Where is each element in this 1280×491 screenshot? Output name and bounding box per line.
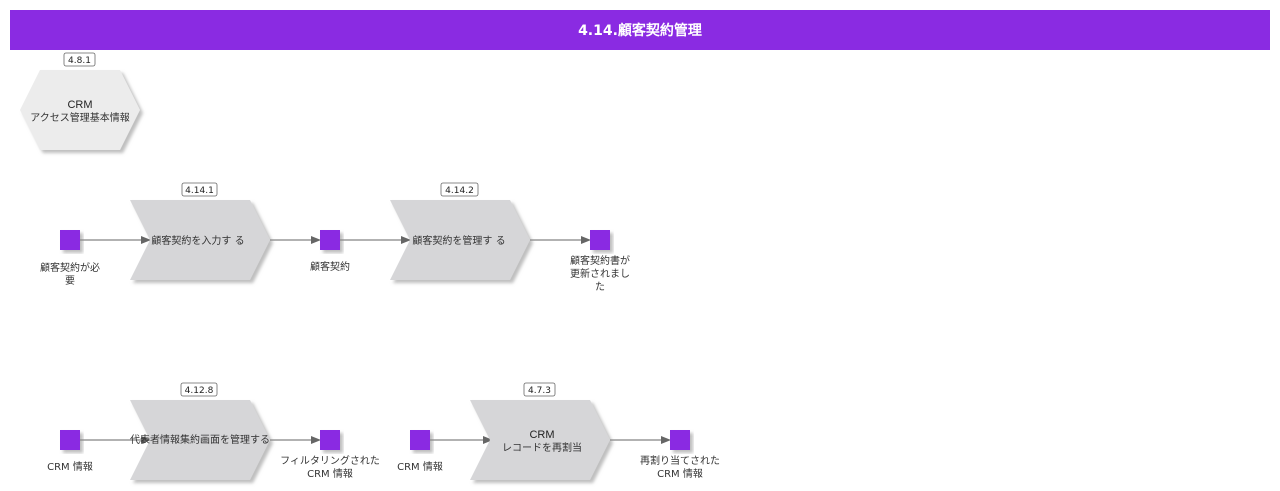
interface-hexagon [20,70,140,150]
event-label-line2: CRM 情報 [657,467,703,480]
event-label-line1: フィルタリングされた [280,454,380,467]
function-chevron [390,200,530,280]
event-label-line2: 要 [65,275,75,287]
event-contract-updated[interactable]: 顧客契約書が 更新されまし た [570,230,630,293]
function-label-line2: レコードを再割当 [502,441,582,454]
diagram-title: 4.14.顧客契約管理 [578,22,702,39]
event-square [60,230,80,250]
event-contract-needed[interactable]: 顧客契約が必 要 [40,230,100,287]
interface-label-line2: アクセス管理基本情報 [30,111,130,124]
function-tag-box [180,382,218,397]
event-label-line1: 顧客契約書が [570,254,630,267]
event-crm-info-2[interactable]: CRM 情報 [397,430,443,473]
function-tag: 4.7.3 [528,386,551,396]
function-reassign-crm-record[interactable]: 4.7.3 CRM レコードを再割当 [470,382,610,480]
function-chevron [130,400,270,480]
event-label-line1: CRM 情報 [47,460,93,473]
event-reassigned-crm-info[interactable]: 再割り当てされた CRM 情報 [640,430,720,480]
event-square [590,230,610,250]
interface-tag: 4.8.1 [68,56,91,66]
function-tag: 4.12.8 [185,386,214,396]
interface-tag-box [63,52,96,67]
event-label-line1: 顧客契約が必 [40,261,100,274]
function-label: 代表者情報集約画面を管理する [130,433,270,446]
function-manage-contract[interactable]: 4.14.2 顧客契約を管理す る [390,182,530,280]
event-square [60,430,80,450]
event-crm-info[interactable]: CRM 情報 [47,430,93,473]
event-label-line1: 再割り当てされた [640,454,720,467]
title-bar-background [10,10,1270,50]
event-label-line1: 顧客契約 [310,260,350,273]
event-square [410,430,430,450]
event-filtered-crm-info[interactable]: フィルタリングされた CRM 情報 [280,430,380,480]
function-enter-contract[interactable]: 4.14.1 顧客契約を入力す る [130,182,270,280]
function-label: 顧客契約を入力す る [151,234,244,247]
function-chevron [130,200,270,280]
interface-label-line1: CRM [67,99,92,111]
event-label-line2: 更新されまし [570,267,630,280]
function-tag-box [523,382,556,397]
function-tag-box [181,182,218,197]
function-chevron [470,400,610,480]
event-label-line2: CRM 情報 [307,467,353,480]
event-label-line1: CRM 情報 [397,460,443,473]
function-label-line1: CRM [529,429,554,441]
event-square [670,430,690,450]
function-label: 顧客契約を管理す る [412,234,505,247]
title-bar: 4.14.顧客契約管理 [10,10,1270,50]
event-square [320,430,340,450]
event-label-line3: た [595,281,605,293]
function-tag: 4.14.1 [185,186,214,196]
function-tag-box [440,182,479,197]
event-contract[interactable]: 顧客契約 [310,230,350,273]
function-tag: 4.14.2 [445,186,474,196]
function-manage-representative-summary[interactable]: 4.12.8 代表者情報集約画面を管理する [130,382,270,480]
interface-crm-access[interactable]: 4.8.1 CRM アクセス管理基本情報 [20,52,140,150]
event-square [320,230,340,250]
